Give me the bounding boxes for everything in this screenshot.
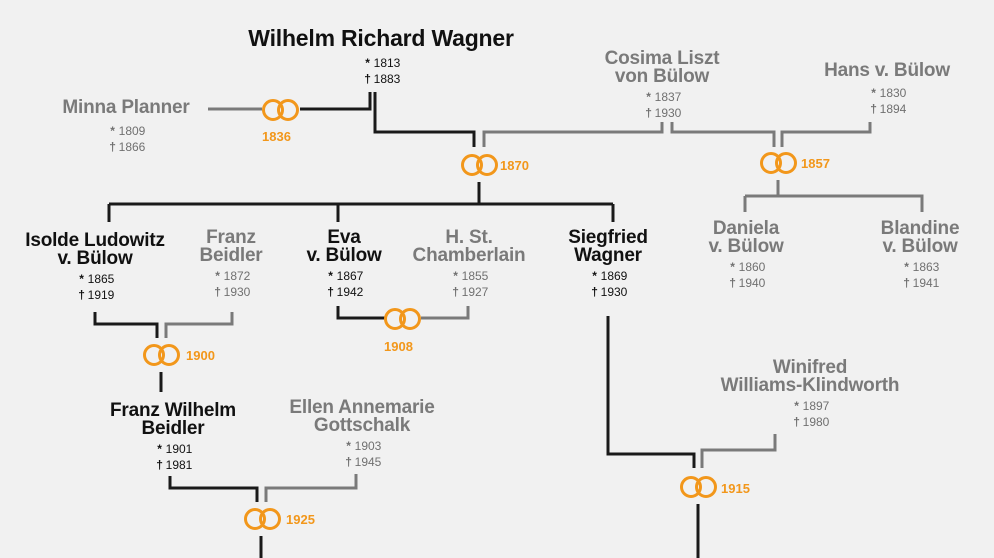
person-name: Ellen Annemarie	[289, 397, 435, 418]
person-dates: *1863 †1941	[903, 260, 940, 290]
person-chamberlain: H. St. Chamberlain *1855 †1927	[412, 227, 526, 300]
person-name: Blandine	[880, 218, 960, 239]
person-eva: Eva v. Bülow *1867 †1942	[306, 227, 382, 300]
person-name: Minna Planner	[62, 97, 190, 118]
person-isolde: Isolde Ludowitz v. Bülow *1865 †1919	[25, 230, 165, 303]
person-richard-wagner: Wilhelm Richard Wagner *1813 †1883	[248, 25, 514, 87]
line-eva-to-1908	[336, 306, 385, 320]
person-name: Eva	[327, 227, 361, 248]
line-hans-to-1857	[780, 122, 872, 147]
line-franz-to-1900	[164, 312, 234, 338]
person-name: Franz Wilhelm	[109, 400, 237, 421]
person-name: H. St.	[445, 227, 493, 248]
line-wagner-to-1870	[373, 92, 476, 147]
person-siegfried-wagner: Siegfried Wagner *1869 †1930	[568, 227, 648, 300]
marriage-year-1857: 1857	[801, 156, 830, 171]
person-dates: *1869 †1930	[591, 269, 628, 299]
person-name: v. Bülow	[57, 248, 133, 269]
rings-icon	[680, 476, 717, 498]
rings-icon	[244, 508, 281, 530]
person-name: von Bülow	[614, 66, 710, 87]
person-hans-von-buelow: Hans v. Bülow *1830 †1894	[824, 60, 950, 117]
rings-icon	[262, 99, 299, 121]
person-name: v. Bülow	[708, 236, 784, 257]
marriage-year-1836: 1836	[262, 129, 291, 144]
person-name: Williams-Klindworth	[720, 375, 900, 396]
line-cosima-to-1857	[670, 122, 776, 147]
rings-icon	[461, 154, 498, 176]
person-name: Wilhelm Richard Wagner	[248, 25, 514, 51]
rings-icon	[143, 344, 180, 366]
line-wagner-minna-dark	[300, 92, 372, 111]
line-franzw-to-1925	[168, 476, 259, 502]
person-name: Cosima Liszt	[604, 48, 720, 69]
marriage-year-1908: 1908	[384, 339, 413, 354]
person-dates: *1809 †1866	[109, 124, 146, 154]
line-chamberlain-to-1908	[421, 306, 470, 320]
person-ellen-gottschalk: Ellen Annemarie Gottschalk *1903 †1945	[289, 397, 435, 470]
person-dates: *1813 †1883	[364, 56, 401, 86]
person-dates: *1897 †1980	[793, 399, 830, 429]
person-dates: *1830 †1894	[870, 86, 907, 116]
person-name: Gottschalk	[313, 415, 411, 436]
line-winifred-to-1915	[700, 434, 777, 468]
rings-icon	[760, 152, 797, 174]
rings-icon	[384, 308, 421, 330]
person-name: Beidler	[141, 418, 205, 439]
person-dates: *1837 †1930	[645, 90, 682, 120]
person-name: Isolde Ludowitz	[25, 230, 165, 251]
person-name: Siegfried	[568, 227, 648, 248]
person-name: v. Bülow	[882, 236, 958, 257]
person-dates: *1901 †1981	[156, 442, 193, 472]
person-name: Chamberlain	[412, 245, 526, 266]
line-ellen-to-1925	[264, 474, 358, 502]
person-dates: *1872 †1930	[214, 269, 251, 299]
person-cosima-liszt: Cosima Liszt von Bülow *1837 †1930	[604, 48, 720, 121]
person-name: Franz	[206, 227, 256, 248]
person-franz-beidler: Franz Beidler *1872 †1930	[199, 227, 263, 300]
marriage-year-1900: 1900	[186, 348, 215, 363]
line-1857-children	[743, 180, 924, 212]
person-dates: *1867 †1942	[327, 269, 364, 299]
person-name: Beidler	[199, 245, 263, 266]
person-dates: *1865 †1919	[78, 272, 115, 302]
person-winifred: Winifred Williams-Klindworth *1897 †1980	[720, 357, 900, 430]
person-dates: *1855 †1927	[452, 269, 489, 299]
marriage-year-1870: 1870	[500, 158, 529, 173]
person-name: Wagner	[574, 245, 642, 266]
line-1870-children	[107, 182, 615, 222]
person-daniela: Daniela v. Bülow *1860 †1940	[708, 218, 784, 291]
person-name: Winifred	[772, 357, 848, 378]
person-dates: *1860 †1940	[729, 260, 766, 290]
marriage-year-1915: 1915	[721, 481, 750, 496]
person-franz-wilhelm-beidler: Franz Wilhelm Beidler *1901 †1981	[109, 400, 237, 473]
person-blandine: Blandine v. Bülow *1863 †1941	[880, 218, 960, 291]
marriage-year-1925: 1925	[286, 512, 315, 527]
line-cosima-to-1870	[482, 122, 664, 147]
person-name: Hans v. Bülow	[824, 60, 950, 81]
person-minna-planner: Minna Planner *1809 †1866	[62, 97, 190, 155]
person-dates: *1903 †1945	[345, 439, 382, 469]
person-name: v. Bülow	[306, 245, 382, 266]
line-isolde-to-1900	[93, 312, 159, 338]
line-siegfried-to-1915	[606, 316, 696, 468]
person-name: Daniela	[712, 218, 780, 239]
